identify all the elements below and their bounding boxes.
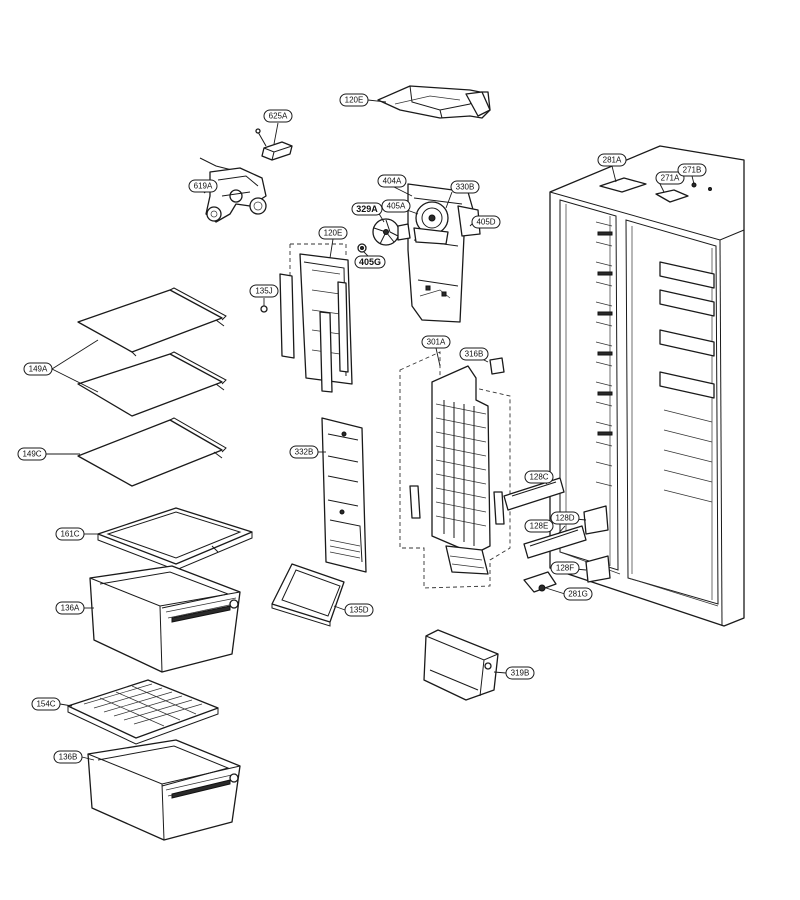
part-319b-cover	[423, 629, 499, 701]
callout-label: 128E	[530, 522, 549, 531]
part-149a-shelf-lower	[77, 351, 227, 417]
callout-128f: 128F	[550, 561, 580, 575]
callout-label: 625A	[269, 112, 288, 121]
part-619a-valve	[199, 157, 267, 223]
callout-label: 136B	[59, 753, 78, 762]
callout-128c: 128C	[524, 470, 554, 484]
callout-319b: 319B	[505, 666, 535, 680]
callout-label: 149A	[29, 365, 48, 374]
part-332b-rear-duct	[321, 417, 367, 573]
part-120e-top-duct	[377, 85, 491, 119]
callout-label: 135J	[255, 287, 272, 296]
callout-label: 128D	[555, 514, 574, 523]
callout-label: 120E	[345, 96, 364, 105]
callout-128d: 128D	[550, 511, 580, 525]
callout-128e: 128E	[524, 519, 554, 533]
part-154c-drawer-grille	[67, 679, 219, 745]
part-161c-shelf-frame	[97, 507, 253, 571]
callout-329a: 329A	[351, 202, 383, 216]
callout-label: 405D	[476, 218, 495, 227]
part-128c-bracket	[503, 477, 565, 511]
callout-label: 332B	[295, 448, 314, 457]
callout-120e-mid: 120E	[318, 226, 348, 240]
callout-136b: 136B	[53, 750, 83, 764]
part-fan-bracket-404a	[407, 183, 481, 323]
callout-330b: 330B	[450, 180, 480, 194]
callout-161c: 161C	[55, 527, 85, 541]
callout-label: 128C	[529, 473, 548, 482]
callout-404a: 404A	[377, 174, 407, 188]
callout-label: 405G	[359, 257, 381, 267]
callout-label: 149C	[22, 450, 41, 459]
part-128d-bracket	[583, 505, 609, 535]
callout-label: 120E	[324, 229, 343, 238]
callout-labels: 120E 625A 619A 404A 330B 405A 329A 405D	[17, 93, 707, 764]
callout-271a: 271A	[655, 171, 685, 185]
part-625a-sensor	[255, 128, 293, 161]
callout-281a: 281A	[597, 153, 627, 167]
callout-120e-top: 120E	[339, 93, 369, 107]
part-cabinet-body	[549, 145, 745, 627]
callout-136a: 136A	[55, 601, 85, 615]
part-135j-seal	[260, 273, 295, 359]
callout-281g: 281G	[563, 587, 593, 601]
callout-label: 271A	[661, 174, 680, 183]
callout-label: 619A	[194, 182, 213, 191]
callout-label: 316B	[465, 350, 484, 359]
callout-label: 281A	[603, 156, 622, 165]
part-136b-crisper-drawer	[87, 739, 241, 841]
callout-label: 405A	[387, 202, 406, 211]
callout-label: 135D	[349, 606, 368, 615]
part-316b-sensor	[489, 357, 505, 375]
callout-149c: 149C	[17, 447, 47, 461]
part-301a-evaporator	[399, 351, 511, 589]
part-149a-shelf-upper	[77, 287, 227, 357]
part-grommet-405g	[357, 243, 367, 253]
callout-135d: 135D	[344, 603, 374, 617]
callout-154c: 154C	[31, 697, 61, 711]
callout-405d: 405D	[471, 215, 501, 229]
callout-label: 161C	[60, 530, 79, 539]
callout-405a: 405A	[381, 199, 411, 213]
part-fan-blade-329a	[372, 218, 411, 246]
part-135d-cover	[271, 563, 345, 627]
part-281g-hinge	[523, 571, 557, 593]
callout-625a: 625A	[263, 109, 293, 123]
callout-label: 319B	[511, 669, 530, 678]
callout-label: 301A	[427, 338, 446, 347]
callout-label: 271B	[683, 166, 702, 175]
part-120e-duct-cover	[289, 243, 353, 393]
callout-405g: 405G	[354, 255, 386, 269]
callout-label: 136A	[61, 604, 80, 613]
callout-619a: 619A	[188, 179, 218, 193]
callout-332b: 332B	[289, 445, 319, 459]
callout-label: 404A	[383, 177, 402, 186]
callout-label: 154C	[36, 700, 55, 709]
callout-label: 128F	[556, 564, 574, 573]
part-128f-bracket	[585, 555, 611, 583]
callout-149a: 149A	[23, 362, 53, 376]
callout-label: 329A	[356, 204, 378, 214]
part-128e-bracket	[523, 525, 587, 559]
part-fan-motor-330b	[413, 201, 449, 245]
callout-label: 330B	[456, 183, 475, 192]
callout-135j: 135J	[249, 284, 279, 298]
callout-301a: 301A	[421, 335, 451, 349]
part-149c-shelf	[77, 417, 227, 487]
callout-label: 281G	[568, 590, 588, 599]
callout-316b: 316B	[459, 347, 489, 361]
part-136a-crisper-drawer	[89, 565, 241, 673]
callout-271b: 271B	[677, 163, 707, 177]
